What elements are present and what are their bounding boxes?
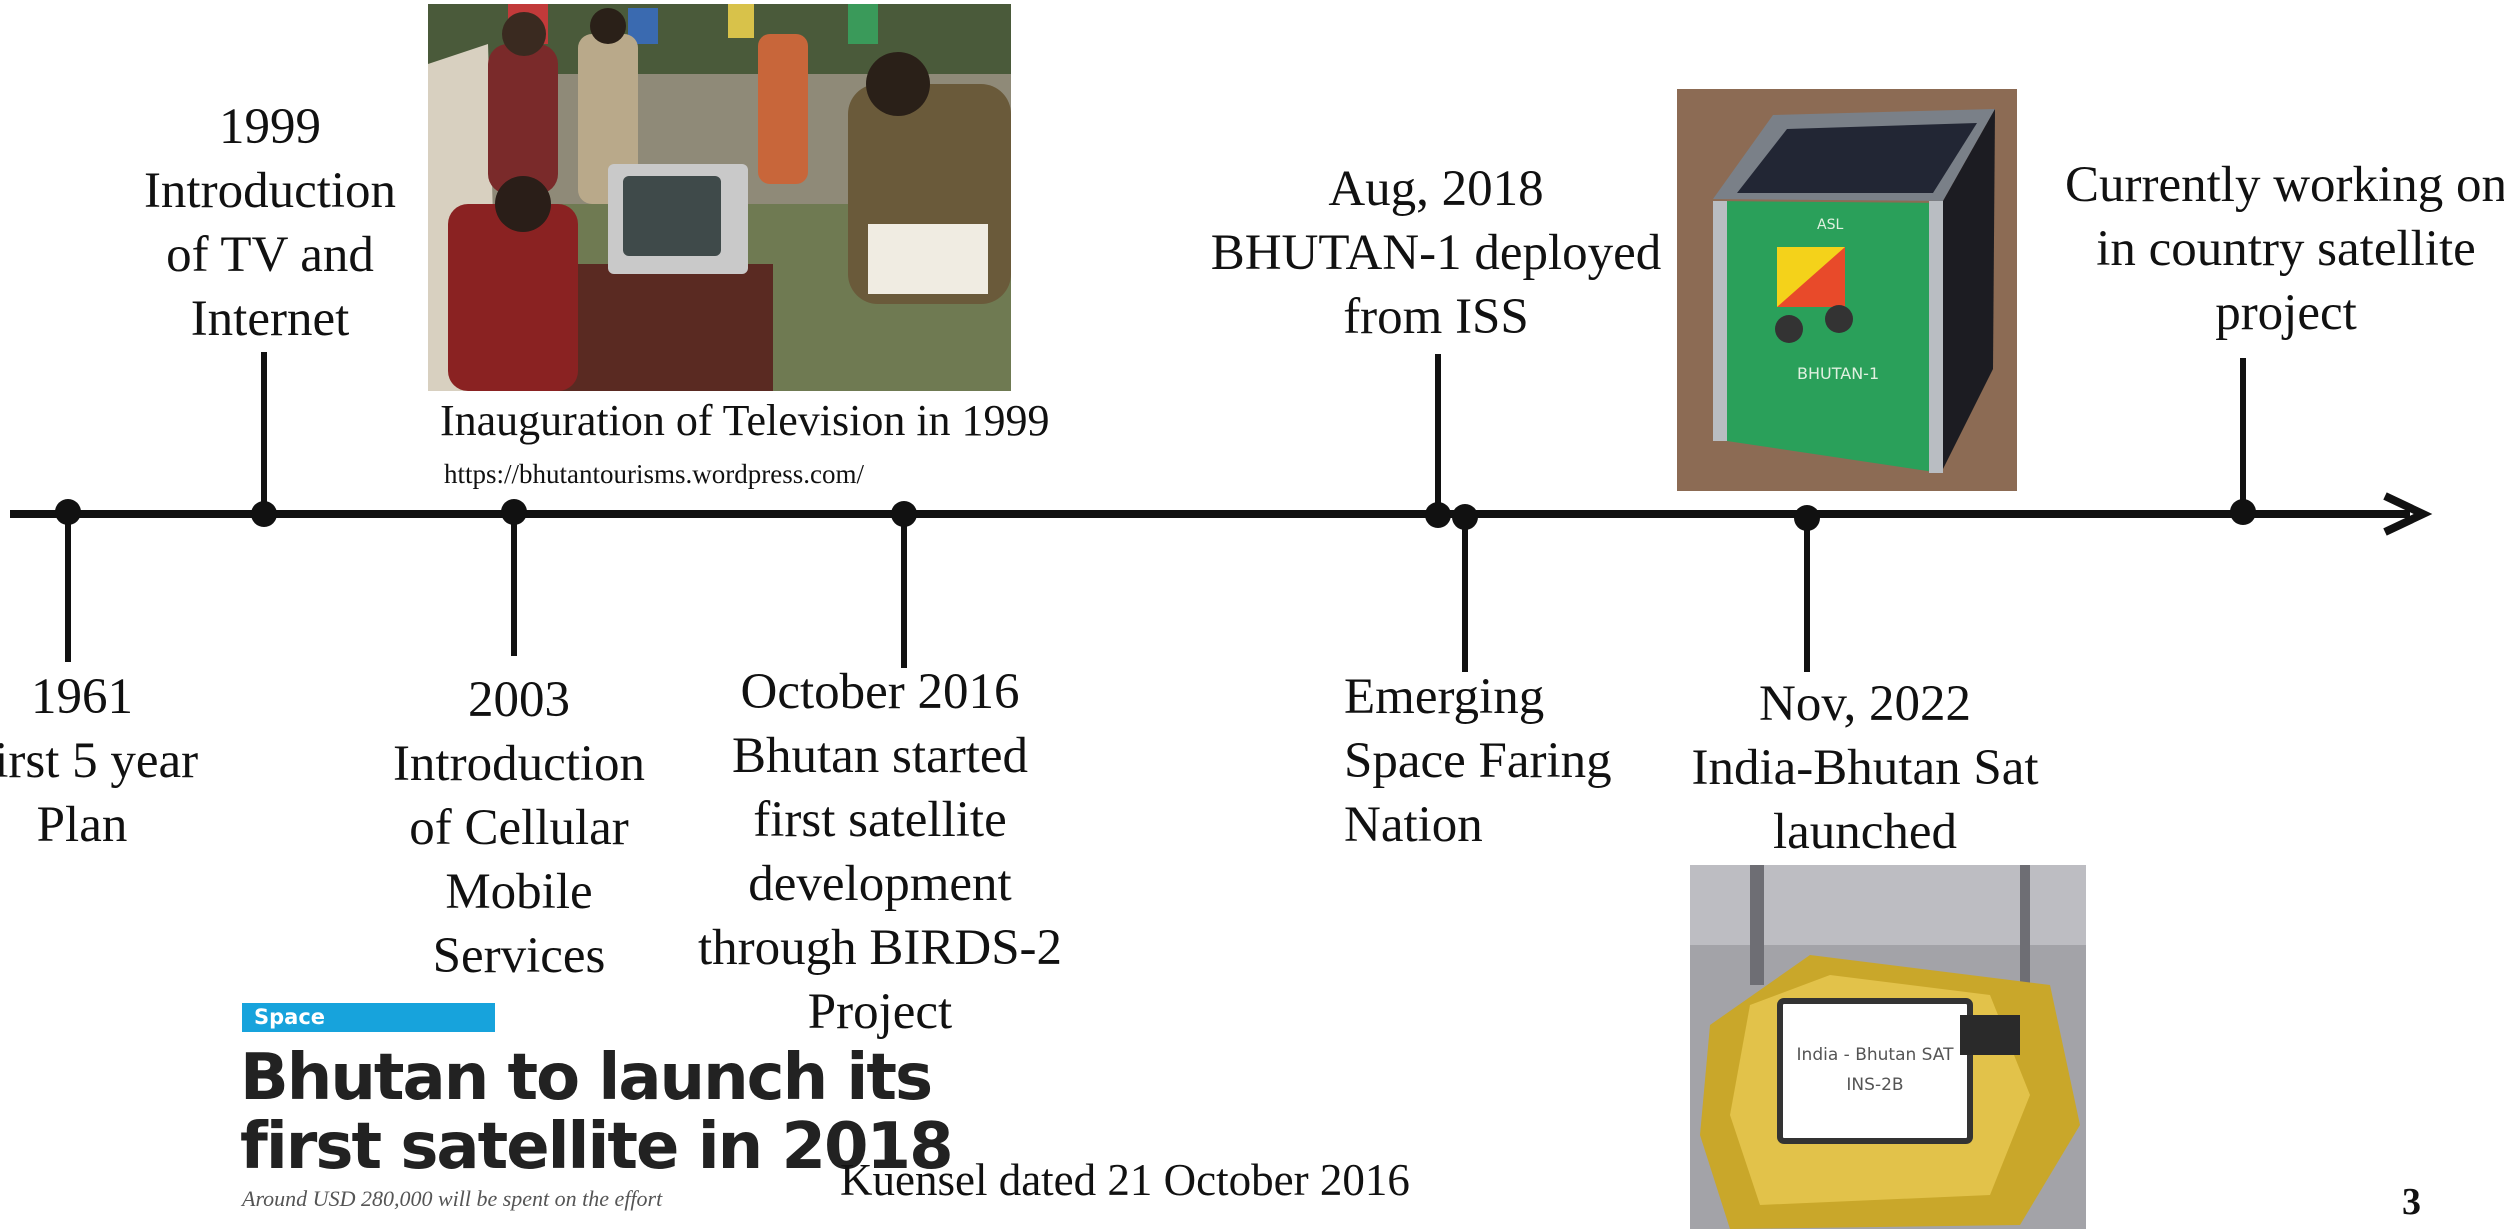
- event-nov-2022: Nov, 2022 India-Bhutan Sat launched: [1660, 672, 2070, 864]
- event-line: First 5 year: [0, 733, 199, 789]
- event-line: Nov, 2022: [1758, 676, 1972, 732]
- event-line: BHUTAN-1 deployed: [1210, 225, 1662, 281]
- news-source-caption: Kuensel dated 21 October 2016: [840, 1155, 1410, 1205]
- timeline-dot: [55, 499, 81, 525]
- event-line: from ISS: [1343, 289, 1529, 345]
- tv-inauguration-photo: [428, 4, 1011, 391]
- event-current: Currently working on in country satellit…: [2046, 153, 2504, 345]
- timeline-dot: [2230, 499, 2256, 525]
- event-line: 1961: [31, 669, 133, 725]
- event-line: in country satellite: [2096, 221, 2476, 277]
- event-line: Mobile: [445, 864, 593, 920]
- timeline-dot: [1425, 502, 1451, 528]
- timeline-dot: [501, 499, 527, 525]
- event-line: 2003: [468, 672, 570, 728]
- event-line: 1999: [219, 99, 321, 155]
- event-line: India-Bhutan Sat: [1691, 740, 2039, 796]
- event-1961: 1961 First 5 year Plan: [0, 665, 202, 857]
- event-aug-2018: Aug, 2018 BHUTAN-1 deployed from ISS: [1188, 157, 1684, 349]
- ins2b-label-line1: India - Bhutan SAT: [1797, 1045, 1955, 1065]
- event-line: development: [748, 856, 1012, 912]
- tv-photo-caption: Inauguration of Television in 1999: [440, 396, 1050, 445]
- event-line: first satellite: [753, 792, 1007, 848]
- timeline-arrowhead: [2383, 492, 2433, 536]
- event-line: Emerging: [1344, 669, 1545, 725]
- event-line: of Cellular: [409, 800, 629, 856]
- timeline-dot: [1452, 504, 1478, 530]
- ins2b-satellite-photo: India - Bhutan SAT INS-2B: [1690, 865, 2086, 1229]
- event-1999: 1999 Introduction of TV and Internet: [134, 95, 406, 351]
- timeline-dot: [891, 501, 917, 527]
- event-line: Introduction: [392, 736, 646, 792]
- news-category-tag: Space: [242, 1003, 495, 1032]
- tv-inauguration-image: [428, 4, 1011, 391]
- event-line: October 2016: [740, 664, 1020, 720]
- event-line: through BIRDS-2: [697, 920, 1063, 976]
- ins2b-label-line2: INS-2B: [1846, 1075, 1903, 1095]
- news-headline-line1: Bhutan to launch its: [240, 1041, 933, 1115]
- page-number: 3: [2402, 1181, 2421, 1223]
- event-line: Project: [807, 984, 953, 1040]
- event-oct-2016: October 2016 Bhutan started first satell…: [680, 660, 1080, 1044]
- event-line: Internet: [190, 291, 350, 347]
- event-line: Currently working on: [2065, 157, 2504, 213]
- event-2003: 2003 Introduction of Cellular Mobile Ser…: [374, 668, 664, 988]
- event-line: launched: [1772, 804, 1958, 860]
- news-subline: Around USD 280,000 will be spent on the …: [242, 1186, 663, 1211]
- event-line: Nation: [1344, 797, 1483, 853]
- event-line: of TV and: [166, 227, 374, 283]
- bhutan1-panel-text: BHUTAN-1: [1797, 364, 1879, 383]
- event-line: project: [2215, 285, 2357, 341]
- event-emerging: Emerging Space Faring Nation: [1344, 665, 1664, 857]
- bhutan1-cubesat-photo: BHUTAN-1 ASL: [1677, 89, 2017, 491]
- news-headline-line2: first satellite in 2018: [240, 1110, 954, 1184]
- event-line: Aug, 2018: [1328, 161, 1544, 217]
- bhutan1-cubesat-image: BHUTAN-1 ASL: [1677, 89, 2017, 491]
- bhutan1-brand-text: ASL: [1817, 217, 1843, 233]
- event-line: Introduction: [143, 163, 397, 219]
- event-line: Bhutan started: [731, 728, 1028, 784]
- event-line: Space Faring: [1344, 733, 1612, 789]
- ins2b-satellite-image: India - Bhutan SAT INS-2B: [1690, 865, 2086, 1229]
- timeline-dot: [251, 501, 277, 527]
- timeline-dot: [1794, 505, 1820, 531]
- event-line: Plan: [36, 797, 128, 853]
- event-line: Services: [432, 928, 606, 984]
- tv-photo-source: https://bhutantourisms.wordpress.com/: [444, 459, 864, 489]
